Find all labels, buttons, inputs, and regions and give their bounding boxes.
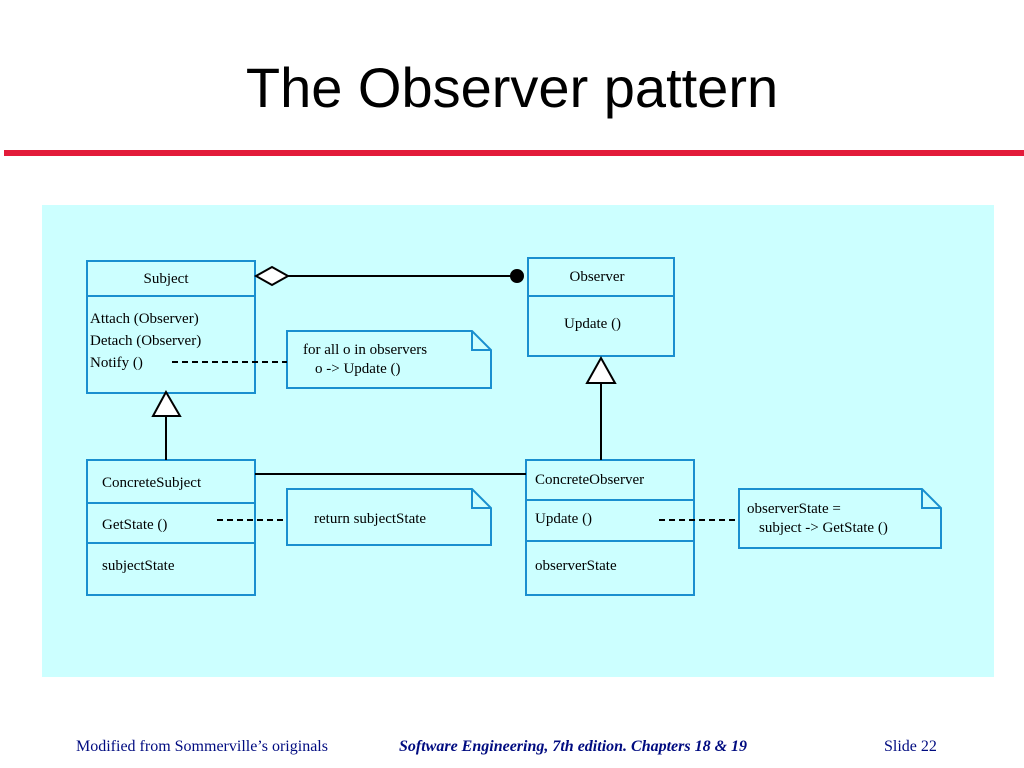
notify-note-line-1: for all o in observers bbox=[303, 342, 427, 358]
subject-op-attach: Attach (Observer) bbox=[90, 311, 199, 327]
update-note-box bbox=[738, 488, 942, 549]
concrete-observer-op-update: Update () bbox=[535, 511, 592, 527]
title-divider bbox=[4, 150, 1024, 156]
concrete-observer-class-name: ConcreteObserver bbox=[535, 472, 644, 488]
concrete-observer-attr-state: observerState bbox=[535, 558, 617, 574]
footer-slide-number: Slide 22 bbox=[884, 738, 937, 755]
concrete-subject-op-getstate: GetState () bbox=[102, 517, 167, 533]
notify-note-box bbox=[286, 330, 492, 389]
update-note-line-1: observerState = bbox=[747, 501, 841, 517]
association-end-dot bbox=[510, 269, 524, 283]
slide-title: The Observer pattern bbox=[245, 56, 779, 119]
subject-class-name: Subject bbox=[144, 271, 190, 287]
concrete-observer-class-box bbox=[525, 459, 695, 596]
footer-book-title: Software Engineering, 7th edition. Chapt… bbox=[399, 738, 748, 755]
aggregation-diamond bbox=[253, 265, 291, 287]
concrete-subject-class-box bbox=[86, 459, 256, 596]
getstate-note-line-1: return subjectState bbox=[314, 511, 426, 527]
getstate-note-box bbox=[286, 488, 492, 546]
concrete-subject-class-name: ConcreteSubject bbox=[102, 475, 202, 491]
footer-attribution: Modified from Sommerville’s originals bbox=[76, 738, 328, 755]
subject-class-box bbox=[86, 260, 256, 394]
observer-class-name: Observer bbox=[570, 269, 625, 285]
subject-op-detach: Detach (Observer) bbox=[90, 333, 201, 349]
update-note-line-2: subject -> GetState () bbox=[759, 520, 888, 536]
subject-generalization-triangle bbox=[151, 389, 182, 417]
subject-op-notify: Notify () bbox=[90, 355, 143, 371]
concrete-subject-attr-state: subjectState bbox=[102, 558, 175, 574]
notify-note-line-2: o -> Update () bbox=[315, 361, 401, 377]
diagram-panel bbox=[42, 205, 994, 677]
observer-generalization-triangle bbox=[585, 355, 617, 384]
observer-op-update: Update () bbox=[564, 316, 621, 332]
